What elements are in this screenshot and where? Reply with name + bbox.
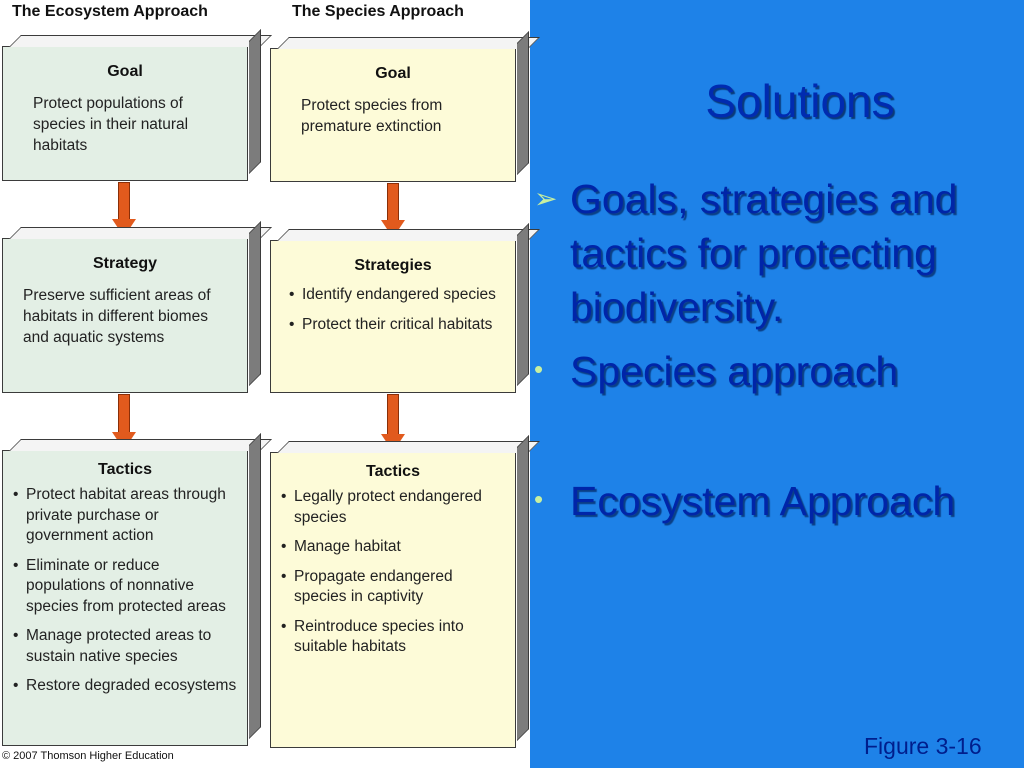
- list-item: Protect their critical habitats: [289, 315, 507, 336]
- dot-bullet-icon: •: [534, 484, 544, 514]
- list-item: Eliminate or reduce populations of nonna…: [13, 556, 239, 618]
- list-item: Protect habitat areas through private pu…: [13, 485, 239, 547]
- list-item: Manage habitat: [281, 537, 507, 558]
- species-tactics-list: Legally protect endangered species Manag…: [281, 487, 507, 658]
- bullet-text: Species approach: [570, 348, 899, 394]
- species-goal-title: Goal: [375, 65, 411, 82]
- figure-label: Figure 3-16: [864, 733, 982, 759]
- list-item: Legally protect endangered species: [281, 487, 507, 528]
- list-item: Reintroduce species into suitable habita…: [281, 617, 507, 658]
- ecosystem-strategy-text: Preserve sufficient areas of habitats in…: [23, 287, 211, 346]
- ecosystem-strategy-box: Strategy Preserve sufficient areas of ha…: [2, 221, 272, 393]
- species-strategies-title: Strategies: [354, 257, 432, 274]
- ecosystem-tactics-title: Tactics: [98, 461, 152, 478]
- ecosystem-column-title: The Ecosystem Approach: [12, 3, 208, 20]
- copyright-notice: © 2007 Thomson Higher Education: [2, 750, 174, 762]
- species-goal-box: Goal Protect species from premature exti…: [270, 31, 540, 182]
- species-strategies-box: Strategies Identify endangered species P…: [270, 223, 540, 393]
- dot-bullet-icon: •: [534, 354, 544, 384]
- ecosystem-goal-text: Protect populations of species in their …: [33, 95, 189, 154]
- list-item: Manage protected areas to sustain native…: [13, 626, 239, 667]
- list-item: Restore degraded ecosystems: [13, 676, 239, 697]
- species-tactics-title: Tactics: [366, 463, 420, 480]
- ecosystem-tactics-box: Tactics Protect habitat areas through pr…: [2, 433, 272, 746]
- species-column-title: The Species Approach: [292, 3, 464, 20]
- bullet-text: Ecosystem Approach: [570, 478, 956, 524]
- arrow-bullet-icon: ➢: [534, 183, 558, 214]
- species-tactics-box: Tactics Legally protect endangered speci…: [270, 435, 540, 748]
- ecosystem-tactics-list: Protect habitat areas through private pu…: [13, 485, 239, 697]
- ecosystem-strategy-title: Strategy: [92, 255, 158, 272]
- bullet-text: Goals, strategies and tactics for protec…: [570, 176, 958, 330]
- species-goal-text: Protect species from premature extinctio…: [301, 97, 443, 135]
- figure-panel: The Ecosystem Approach The Species Appro…: [0, 0, 530, 768]
- ecosystem-goal-box: Goal Protect populations of species in t…: [2, 29, 272, 181]
- list-item: Propagate endangered species in captivit…: [281, 567, 507, 608]
- slide-title: Solutions: [705, 75, 895, 127]
- ecosystem-goal-title: Goal: [107, 63, 143, 80]
- species-strategies-list: Identify endangered species Protect thei…: [289, 285, 507, 335]
- list-item: Identify endangered species: [289, 285, 507, 306]
